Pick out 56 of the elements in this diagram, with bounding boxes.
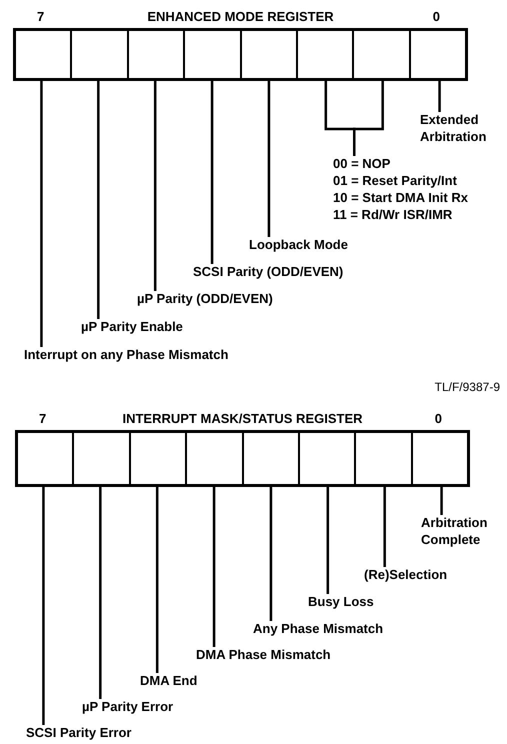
bit-description: Arbitration Complete — [421, 514, 488, 548]
bit-description: µP Parity Enable — [81, 318, 183, 335]
bit-cell — [13, 28, 70, 81]
bit-description: Extended Arbitration — [420, 111, 488, 145]
bit-cell — [183, 28, 240, 81]
bit-cell — [242, 430, 298, 487]
bit-description: Any Phase Mismatch — [253, 620, 384, 637]
bit-cell — [410, 430, 470, 487]
bit-description: µP Parity Error — [82, 698, 174, 715]
bit-cell — [298, 430, 354, 487]
bit-cell — [15, 430, 72, 487]
bit-cell — [126, 28, 184, 81]
figure-number: TL/F/9387-9 — [434, 379, 500, 396]
register-title: ENHANCED MODE REGISTER — [147, 8, 334, 26]
bit-description: Interrupt on any Phase Mismatch — [24, 346, 228, 363]
leader-line — [156, 487, 158, 673]
bit-cell — [408, 28, 468, 81]
bit-description: DMA End — [140, 672, 198, 689]
bit-description: 10 = Start DMA Init Rx — [333, 189, 468, 206]
leader-line — [210, 81, 214, 264]
leader-line — [326, 487, 330, 594]
leader-line — [440, 487, 443, 515]
bit-description: Busy Loss — [308, 593, 374, 610]
leader-line — [97, 81, 100, 319]
bit-description: Loopback Mode — [249, 236, 348, 253]
bit-cell — [128, 430, 186, 487]
bit-cell — [240, 28, 296, 81]
leader-line — [268, 81, 270, 237]
bit-cell — [72, 430, 129, 487]
leader-line — [353, 81, 384, 156]
bit-cell — [352, 28, 409, 81]
bit-number: 0 — [434, 410, 442, 428]
leader-line — [438, 81, 441, 112]
bit-number: 7 — [39, 410, 46, 428]
leader-line — [270, 487, 272, 621]
bit-description: DMA Phase Mismatch — [196, 646, 331, 663]
leader-line — [154, 81, 156, 291]
bit-description: µP Parity (ODD/EVEN) — [137, 290, 273, 307]
leader-line — [40, 81, 43, 347]
leader-line — [212, 487, 216, 647]
leader-line — [383, 487, 386, 567]
leader-line — [42, 487, 45, 725]
bit-cell — [70, 28, 127, 81]
bit-number: 0 — [432, 8, 440, 26]
bit-description: 01 = Reset Parity/Int — [333, 172, 457, 189]
bit-description: 00 = NOP — [333, 155, 390, 172]
bit-description: (Re)Selection — [364, 566, 448, 583]
bit-cell — [296, 28, 352, 81]
register-title: INTERRUPT MASK/STATUS REGISTER — [122, 410, 363, 428]
bit-cell — [185, 430, 242, 487]
bit-cell — [354, 430, 411, 487]
bit-description: 11 = Rd/Wr ISR/IMR — [333, 206, 452, 223]
bit-description: SCSI Parity (ODD/EVEN) — [193, 263, 344, 280]
bit-number: 7 — [37, 8, 44, 26]
leader-line — [99, 487, 102, 699]
bit-description: SCSI Parity Error — [26, 724, 132, 741]
